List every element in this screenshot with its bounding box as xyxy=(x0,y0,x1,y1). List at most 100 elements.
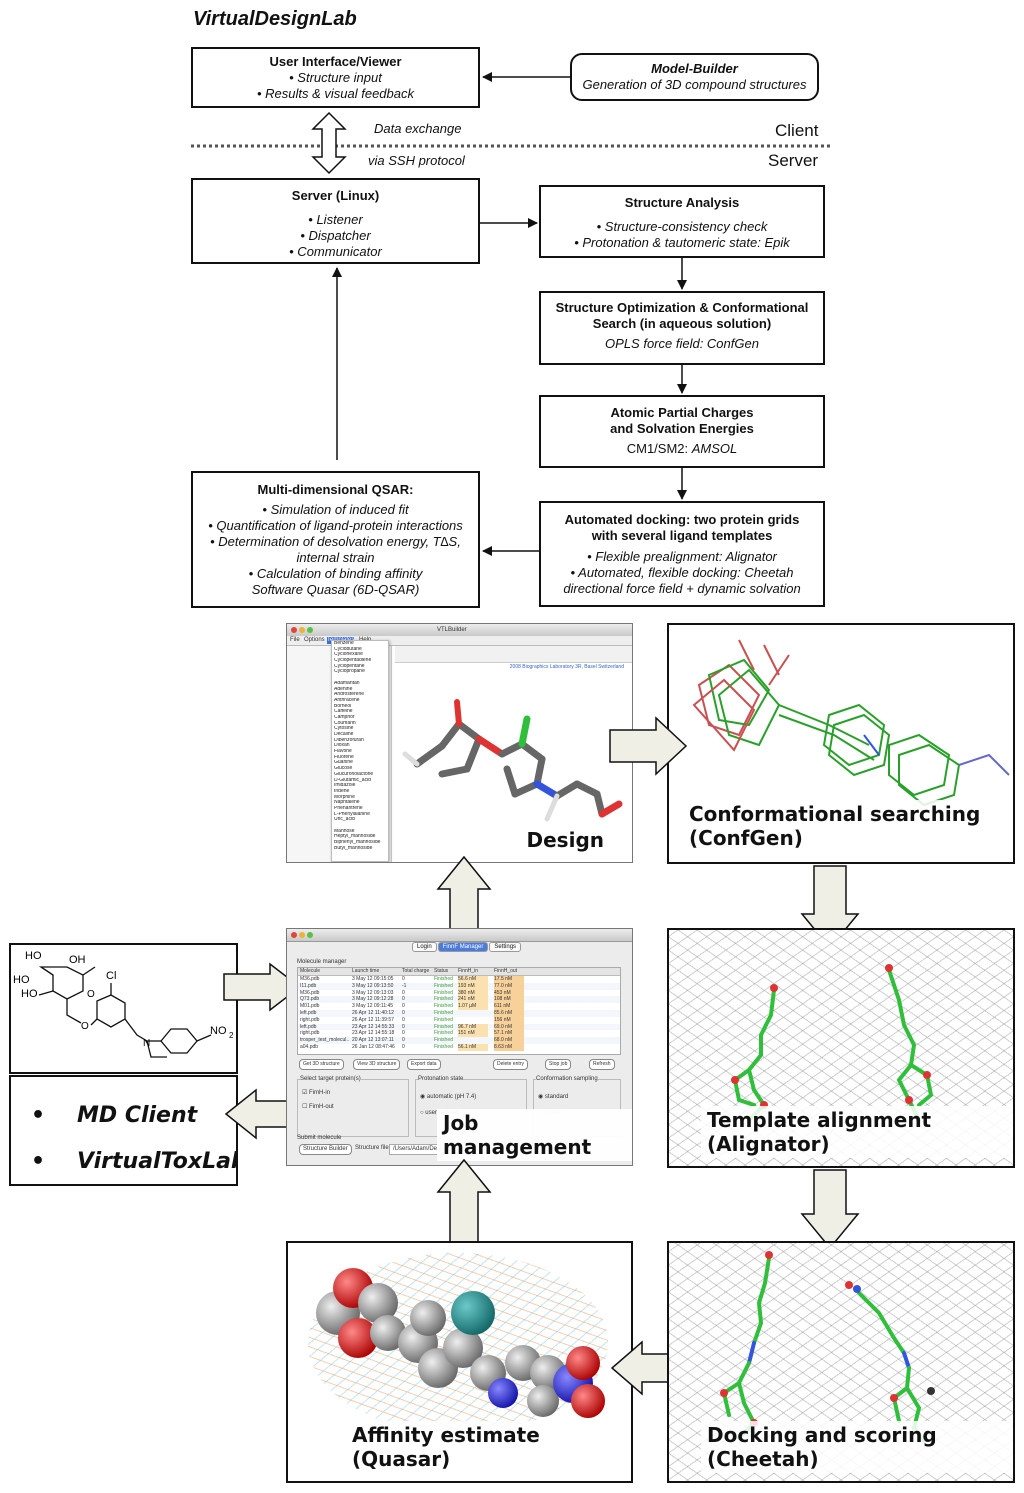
template-item[interactable]: Mannose xyxy=(334,828,355,834)
job-column-header[interactable]: Molecule xyxy=(300,968,321,974)
table-cell: 96.7 nM xyxy=(458,1023,488,1031)
table-cell: -1 xyxy=(402,982,407,989)
job-action-button[interactable]: Delete entry xyxy=(493,1059,528,1070)
design-caption: Design xyxy=(520,826,610,854)
template-item[interactable]: Coumarin xyxy=(334,720,356,726)
table-cell: left.pdb xyxy=(300,1023,317,1030)
job-tab[interactable]: Settings xyxy=(489,942,522,952)
job-column-header[interactable]: Total charge xyxy=(402,968,430,974)
model-builder-subtitle: Generation of 3D compound structures xyxy=(582,77,807,92)
template-item[interactable]: Phenantrene xyxy=(334,805,363,811)
model-builder-title: Model-Builder xyxy=(651,61,738,76)
charges-software: AMSOL xyxy=(691,441,738,456)
table-cell: M01.pdb xyxy=(300,1003,320,1010)
job-action-button[interactable]: Refresh xyxy=(589,1059,615,1070)
template-item[interactable]: Dioxan xyxy=(334,743,350,749)
structure-builder-button[interactable]: Structure Builder xyxy=(299,1144,352,1155)
mol-ho-mid: HO xyxy=(13,974,30,986)
template-item[interactable]: Adamantan xyxy=(334,680,360,686)
template-item[interactable]: Borneol xyxy=(334,703,352,709)
job-tab[interactable]: Login xyxy=(412,942,437,952)
sampling-standard-label: standard xyxy=(544,1094,569,1100)
template-item[interactable]: Glucose xyxy=(334,766,353,772)
template-item[interactable]: Indene xyxy=(334,788,350,794)
job-tab[interactable]: FinnF Manager xyxy=(437,942,489,952)
quasar-panel: Affinity estimate (Quasar) xyxy=(286,1241,633,1483)
job-column-header[interactable]: FinnH_out xyxy=(494,968,518,974)
job-column-header[interactable]: FinnH_in xyxy=(458,968,479,974)
template-item[interactable]: D-Glutamic_acid xyxy=(334,777,371,783)
template-item[interactable]: Guanine xyxy=(334,760,353,766)
table-row[interactable]: trosper_test_molecul..20 Apr 12 13:07:11… xyxy=(298,1037,620,1044)
template-item[interactable]: Cyclopentane xyxy=(334,663,365,669)
template-item[interactable]: Flavone xyxy=(334,749,352,755)
cheetah-render xyxy=(720,1251,935,1443)
table-cell: 3 May 12 09:13:50 xyxy=(352,982,394,989)
template-item[interactable]: Anthracene xyxy=(334,697,360,703)
template-item[interactable]: Butyl_mannoside xyxy=(334,845,373,851)
job-column-header[interactable]: Launch time xyxy=(352,968,380,974)
template-item[interactable]: Dibenzofuran xyxy=(334,737,364,743)
server-item: • Listener xyxy=(308,212,363,227)
structure-analysis-title: Structure Analysis xyxy=(624,195,740,210)
target-fimh-out[interactable]: ☐ FimH-out xyxy=(302,1104,334,1110)
template-item[interactable]: Morphine xyxy=(334,794,355,800)
template-item[interactable]: Naphtalene xyxy=(334,800,360,806)
job-action-button[interactable]: View 3D structure xyxy=(353,1059,401,1070)
template-item[interactable]: Cyclohexane xyxy=(334,652,363,658)
table-cell: Finished xyxy=(434,1009,453,1016)
server-item: • Communicator xyxy=(289,244,382,259)
template-item[interactable]: Cyclopropane xyxy=(334,669,365,675)
template-item[interactable]: Benzene xyxy=(334,641,354,646)
job-action-button[interactable]: Export data xyxy=(407,1059,441,1070)
virtualtoxlab-item: VirtualToxLab xyxy=(77,1149,238,1174)
protonation-auto[interactable]: ◉ automatic (pH 7.4) xyxy=(420,1094,477,1100)
table-cell: 26 Apr 12 11:40:12 xyxy=(352,1009,394,1016)
template-item[interactable]: Adenine xyxy=(334,686,353,692)
charges-title: Atomic Partial Charges xyxy=(610,405,754,420)
template-item[interactable]: Decaline xyxy=(334,732,354,737)
confgen-render xyxy=(692,639,1010,807)
menu-file[interactable]: File xyxy=(290,637,300,643)
sampling-standard[interactable]: ◉ standard xyxy=(538,1094,569,1100)
side-list-panel: • MD Client • VirtualToxLab xyxy=(9,1075,238,1186)
target-fimh-in[interactable]: ☑ FimH-in xyxy=(302,1090,331,1096)
template-item[interactable]: Cyclopentadiene xyxy=(334,658,372,664)
template-item[interactable]: Heptyl_mannoside xyxy=(334,834,376,840)
table-cell: 0 xyxy=(402,1023,405,1030)
template-item[interactable]: Cytosine xyxy=(334,726,354,732)
alignator-to-cheetah-arrow xyxy=(800,1169,860,1250)
template-item[interactable]: Camphor xyxy=(334,714,355,720)
menu-options[interactable]: Options xyxy=(304,637,325,643)
template-item[interactable]: Biphenyl_mannoside xyxy=(334,840,381,846)
template-item[interactable]: Caffeine xyxy=(334,709,353,715)
protonation-auto-label: automatic (pH 7.4) xyxy=(426,1094,477,1100)
template-item[interactable]: Glucuronolactone xyxy=(334,771,374,777)
template-item[interactable]: L-Phenylalanine xyxy=(334,811,370,817)
template-item[interactable]: Cyclobutane xyxy=(334,646,362,652)
table-cell: 0 xyxy=(402,1037,405,1044)
quasar-render xyxy=(316,1268,605,1418)
template-item[interactable]: Uric_acid xyxy=(334,817,355,823)
template-item[interactable]: Androsterene xyxy=(334,692,365,698)
template-item[interactable]: Fluorene xyxy=(334,754,354,760)
job-column-header[interactable]: Status xyxy=(434,968,449,974)
template-item[interactable]: Imidazole xyxy=(334,783,356,789)
table-cell: 57.1 nM xyxy=(494,1030,524,1038)
table-cell: 1.07 µM xyxy=(458,1003,488,1010)
job-action-button[interactable]: Stop job xyxy=(545,1059,572,1070)
job-action-button[interactable]: Get 3D structure xyxy=(299,1059,344,1070)
